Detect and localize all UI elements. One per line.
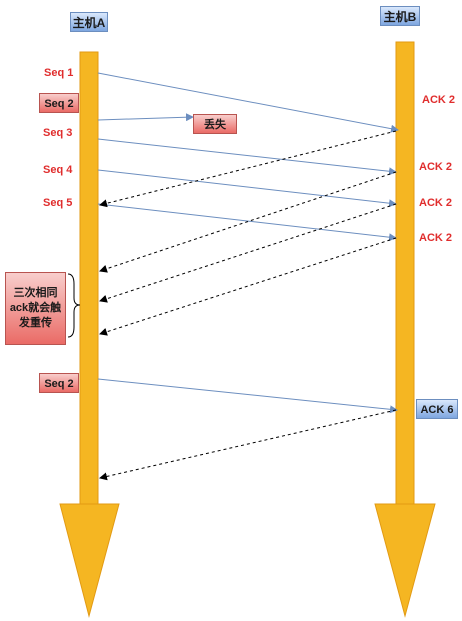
ack2-label: ACK 2 [419, 161, 453, 173]
duplicate-ack-brace [67, 273, 81, 338]
seq4-label: Seq 4 [43, 164, 73, 176]
ack6-label: ACK 6 [416, 399, 458, 419]
ack1-label: ACK 2 [422, 94, 456, 106]
ack4-label: ACK 2 [419, 232, 453, 244]
host-b-title: 主机B [380, 6, 420, 26]
host-a-title: 主机A [70, 12, 108, 32]
host-a-lifeline [59, 51, 120, 618]
ack3-label: ACK 2 [419, 197, 453, 209]
ack2-arrow [99, 171, 397, 273]
seq5-label: Seq 5 [43, 197, 73, 209]
seq1-label: Seq 1 [44, 67, 74, 79]
seq3-label: Seq 3 [43, 127, 73, 139]
fast-retransmit-note-text: 三次相同ack就会触发重传 [9, 287, 62, 329]
seq4-arrow [97, 169, 397, 208]
seq2-retransmit-label: Seq 2 [39, 373, 79, 393]
seq2-retransmit-arrow [97, 378, 398, 414]
seq5-arrow [97, 203, 397, 242]
lost-label: 丢失 [193, 114, 237, 134]
seq2-lost-arrow [97, 113, 194, 122]
seq1-arrow [97, 72, 399, 133]
ack3-arrow [99, 203, 397, 303]
ack4-arrow [99, 237, 397, 336]
seq3-arrow [97, 138, 397, 176]
host-b-lifeline [374, 41, 436, 618]
seq2-label: Seq 2 [39, 93, 79, 113]
fast-retransmit-note: 三次相同ack就会触发重传 [5, 272, 66, 345]
ack1-arrow [99, 130, 397, 208]
ack6-arrow [99, 409, 397, 481]
